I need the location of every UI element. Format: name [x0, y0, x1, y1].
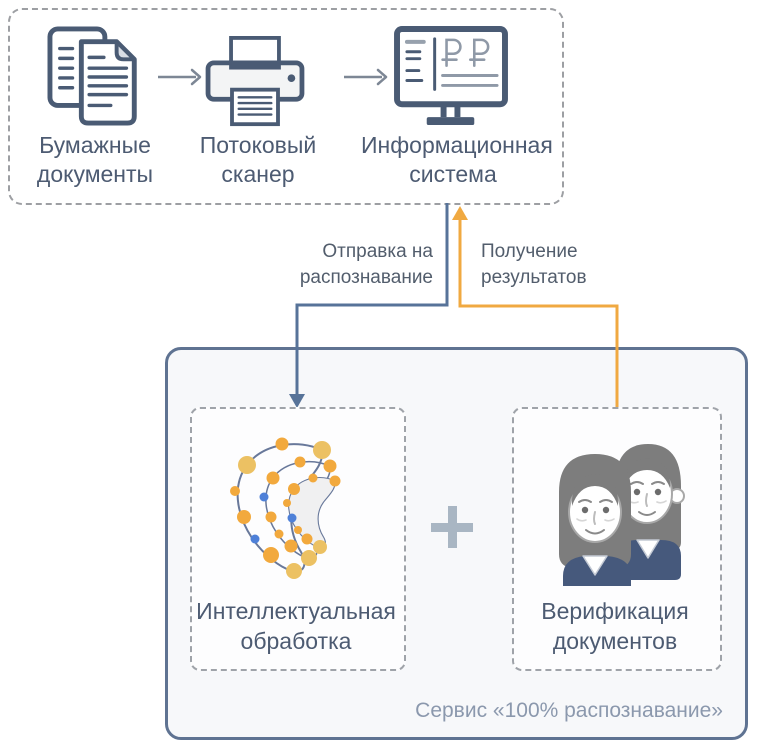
label-information-system: Информационная система	[361, 132, 553, 187]
operator-front	[559, 454, 631, 586]
plus-icon	[430, 505, 474, 549]
label-paper-documents: Бумажные документы	[36, 132, 154, 187]
right-arrow-icon	[156, 68, 202, 86]
scanner-icon	[202, 36, 308, 128]
label-stream-scanner: Потоковый сканер	[199, 132, 317, 187]
operators-icon	[541, 428, 691, 586]
label-intelligent-processing: Интеллектуальная обработка	[196, 598, 396, 654]
label-receive-results: Получение результатов	[481, 241, 587, 288]
service-caption: Сервис «100% распознавание»	[415, 699, 723, 722]
label-send-to-recognition: Отправка на распознавание	[299, 241, 433, 288]
label-document-verification: Верификация документов	[541, 598, 689, 654]
neural-network-icon	[222, 434, 372, 579]
operator-back	[615, 444, 685, 580]
receive-arrowhead-icon	[452, 206, 468, 220]
documents-icon	[44, 26, 152, 126]
right-arrow-icon	[342, 68, 388, 86]
intelligent-processing-box	[190, 407, 406, 671]
monitor-icon	[394, 26, 508, 130]
